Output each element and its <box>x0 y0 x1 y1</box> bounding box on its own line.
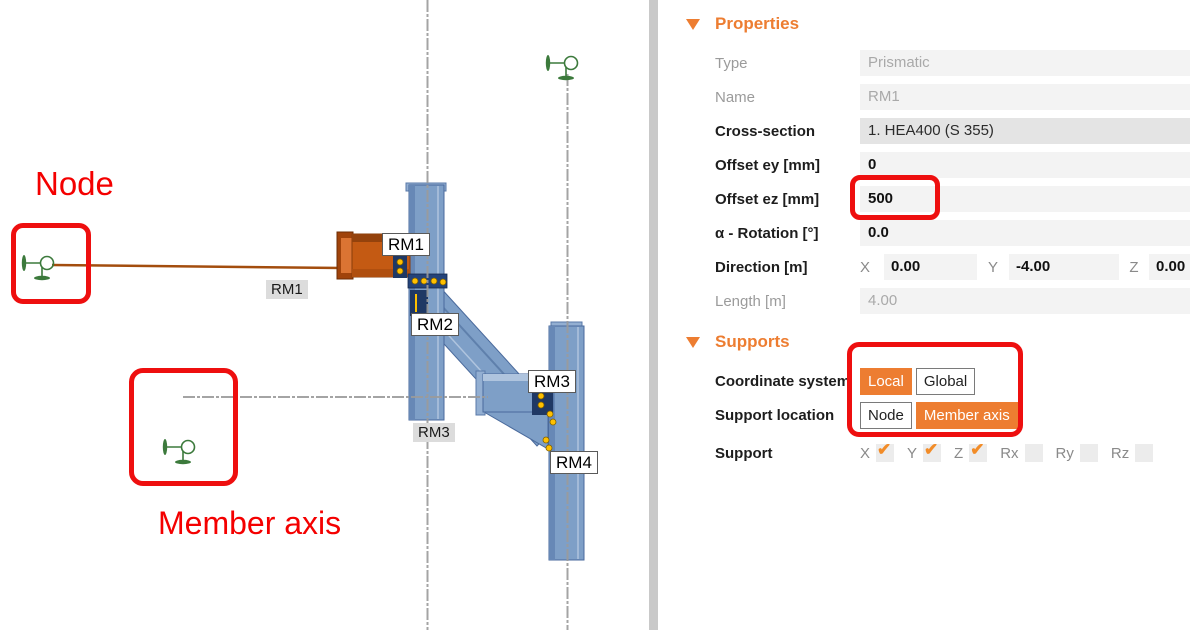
support-axis-checkbox-z[interactable]: ✔ <box>969 440 988 462</box>
support-axis-x: X✔ <box>860 440 895 462</box>
offset-ey-input[interactable]: 0 <box>860 152 1190 178</box>
support-axis-z: Z✔ <box>954 440 988 462</box>
label-rm3: RM3 <box>528 370 576 393</box>
annotation-member-axis-rect <box>129 368 238 486</box>
offset-ey-label: Offset ey [mm] <box>715 156 821 174</box>
properties-panel: Properties Type Prismatic Name RM1 Cross… <box>660 0 1200 630</box>
label-rm2: RM2 <box>411 313 459 336</box>
annotation-offset-ez-rect <box>850 175 940 220</box>
support-axis-label: Y <box>907 444 918 462</box>
support-axis-checkbox-y[interactable]: ✔ <box>923 440 942 462</box>
support-axis-rx: Rx <box>1000 444 1043 462</box>
support-axis-y: Y✔ <box>907 440 942 462</box>
local-button[interactable]: Local <box>860 367 912 395</box>
row-direction: Direction [m] X 0.00 Y -4.00 Z 0.00 <box>715 254 1190 280</box>
annotation-supports-rect <box>847 342 1023 437</box>
annotation-member-axis-text: Member axis <box>158 505 342 541</box>
member-rm1-axis-line <box>51 263 343 270</box>
support-axis-label: Z <box>954 444 964 462</box>
support-axis-rz: Rz <box>1110 444 1154 462</box>
label-rm1: RM1 <box>382 233 430 256</box>
support-axis-checkbox-rz[interactable] <box>1135 444 1154 462</box>
model-viewport[interactable]: RM1 RM1 RM2 RM3 RM3 RM4 Node Member axis <box>0 0 649 630</box>
support-axis-label: Rz <box>1110 444 1130 462</box>
annotation-node-text: Node <box>35 165 114 202</box>
properties-section-header[interactable]: Properties <box>686 12 1190 36</box>
check-icon: ✔ <box>924 440 939 459</box>
direction-x-label: X <box>860 258 871 276</box>
cross-section-label: Cross-section <box>715 122 816 140</box>
row-type: Type Prismatic <box>715 50 1190 76</box>
support-label: Support <box>715 444 773 462</box>
supports-section-header[interactable]: Supports <box>686 330 1190 354</box>
support-axis-label: Ry <box>1055 444 1074 462</box>
row-length: Length [m] 4.00 <box>715 288 1190 314</box>
length-value: 4.00 <box>860 288 1190 314</box>
type-value: Prismatic <box>860 50 1190 76</box>
panel-scrollbar[interactable] <box>649 0 658 630</box>
cross-section-select[interactable]: 1. HEA400 (S 355) <box>860 118 1190 144</box>
member-axis-button[interactable]: Member axis <box>915 401 1018 429</box>
row-rotation: α - Rotation [°] 0.0 <box>715 220 1190 246</box>
check-icon: ✔ <box>877 440 892 459</box>
support-axis-ry: Ry <box>1056 444 1098 462</box>
collapse-triangle-icon[interactable] <box>686 336 700 348</box>
support-axis-checkbox-rx[interactable] <box>1024 444 1043 462</box>
support-location-label: Support location <box>715 406 835 424</box>
direction-x-input[interactable]: 0.00 <box>884 254 977 280</box>
connection-plates <box>393 255 553 415</box>
direction-z-label: Z <box>1129 258 1139 276</box>
rotation-label: α - Rotation [°] <box>715 224 819 242</box>
direction-z-input[interactable]: 0.00 <box>1149 254 1190 280</box>
row-cross-section: Cross-section 1. HEA400 (S 355) <box>715 118 1190 144</box>
row-coordinate-system: Coordinate system Local Global <box>715 367 1190 395</box>
name-label: Name <box>715 88 756 106</box>
row-offset-ey: Offset ey [mm] 0 <box>715 152 1190 178</box>
support-axis-checkbox-ry[interactable] <box>1079 444 1098 462</box>
support-top-icon[interactable] <box>544 54 579 81</box>
annotation-node-rect <box>11 223 91 304</box>
direction-y-label: Y <box>987 258 998 276</box>
check-icon: ✔ <box>970 440 985 459</box>
label-rm3-axis: RM3 <box>413 423 455 442</box>
coordinate-system-label: Coordinate system <box>715 372 851 390</box>
offset-ez-input[interactable]: 500 <box>860 186 1190 212</box>
support-axis-label: Rx <box>1000 444 1019 462</box>
name-value: RM1 <box>860 84 1190 110</box>
support-axis-label: X <box>860 444 871 462</box>
row-offset-ez: Offset ez [mm] 500 <box>715 186 1190 212</box>
row-support-location: Support location Node Member axis <box>715 401 1190 429</box>
support-axis-checkbox-x[interactable]: ✔ <box>876 440 895 462</box>
direction-y-input[interactable]: -4.00 <box>1009 254 1119 280</box>
row-name: Name RM1 <box>715 84 1190 110</box>
connection-bolts <box>396 258 557 452</box>
collapse-triangle-icon[interactable] <box>686 18 700 30</box>
length-label: Length [m] <box>715 292 786 310</box>
member-rm1-selected[interactable] <box>336 231 411 280</box>
node-button[interactable]: Node <box>860 401 912 429</box>
supports-section-title: Supports <box>715 332 790 351</box>
global-button[interactable]: Global <box>915 367 976 395</box>
rotation-input[interactable]: 0.0 <box>860 220 1190 246</box>
direction-label: Direction [m] <box>715 258 808 276</box>
properties-section-title: Properties <box>715 14 800 33</box>
label-rm1-axis: RM1 <box>266 280 308 299</box>
type-label: Type <box>715 54 748 72</box>
label-rm4: RM4 <box>550 451 598 474</box>
offset-ez-label: Offset ez [mm] <box>715 190 820 208</box>
